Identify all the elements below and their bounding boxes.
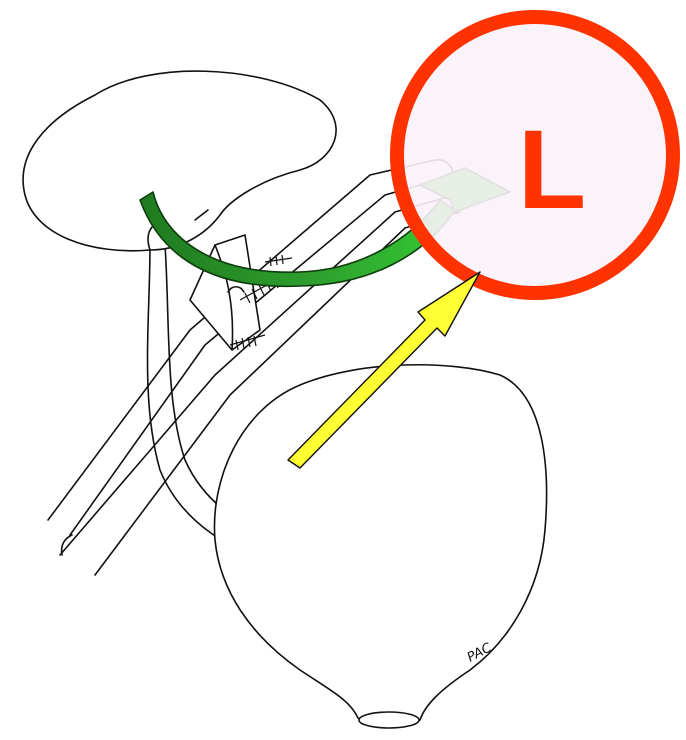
bladder-outline-icon bbox=[214, 365, 546, 728]
bladder-neck-opening bbox=[359, 712, 419, 728]
side-marker-letter: L bbox=[518, 107, 586, 232]
kidney-outline-icon bbox=[23, 71, 336, 251]
stub-segment bbox=[190, 235, 292, 350]
